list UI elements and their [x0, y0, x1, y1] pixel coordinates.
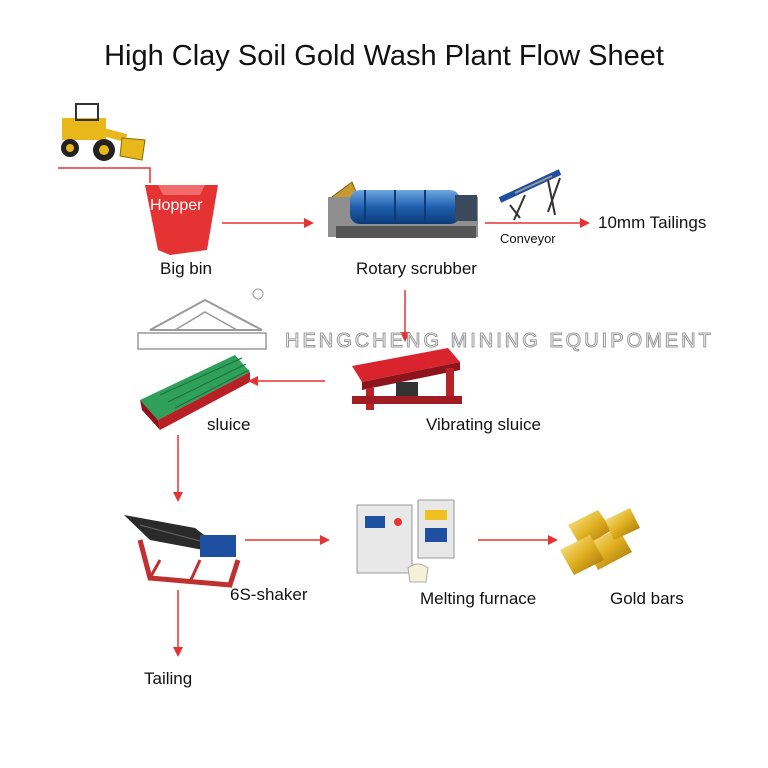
hopper-icon — [145, 185, 218, 255]
logo-icon — [137, 288, 267, 350]
watermark-text: HENGCHENG MINING EQUIPOMENT — [285, 330, 714, 353]
conveyor-icon — [498, 169, 562, 221]
sluice-label: sluice — [207, 415, 251, 434]
conveyor-label: Conveyor — [500, 231, 556, 246]
shaker-label: 6S-shaker — [230, 585, 308, 604]
tailings-10mm-label: 10mm Tailings — [598, 213, 707, 232]
vibrating-sluice-label: Vibrating sluice — [426, 415, 541, 434]
sluice-icon — [140, 355, 250, 430]
gold-bars-label: Gold bars — [610, 589, 684, 608]
rotary-scrubber-label: Rotary scrubber — [356, 259, 477, 278]
shaker-table-icon — [124, 515, 241, 588]
melting-furnace-icon — [356, 499, 455, 583]
melting-furnace-label: Melting furnace — [420, 589, 537, 608]
feed-line — [58, 167, 151, 183]
wheel-loader-icon — [61, 103, 146, 161]
vibrating-sluice-icon — [352, 348, 462, 410]
hopper-label: Hopper — [150, 197, 203, 214]
tailing-label: Tailing — [144, 669, 193, 688]
big-bin-label: Big bin — [160, 259, 212, 278]
rotary-scrubber-icon — [328, 181, 478, 238]
page-title: High Clay Soil Gold Wash Plant Flow Shee… — [104, 40, 664, 72]
gold-bars-icon — [560, 508, 640, 575]
